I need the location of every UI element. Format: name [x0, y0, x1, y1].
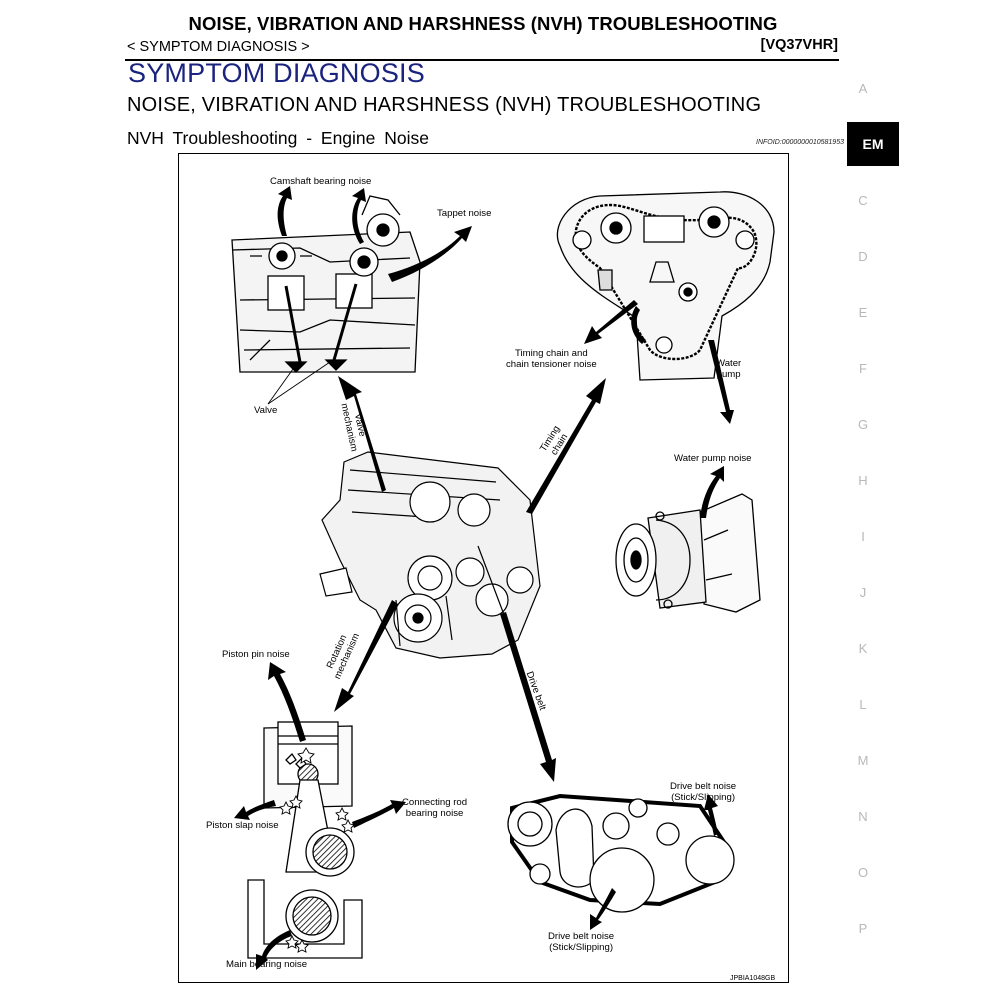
timing-chain-arrows — [584, 300, 734, 424]
sidebar-letter-o[interactable]: O — [857, 865, 869, 880]
info-id: INFOID:0000000010581953 — [756, 139, 844, 146]
label-connecting-rod-bearing-noise: Connecting rod bearing noise — [402, 797, 467, 819]
sidebar-letter-n[interactable]: N — [858, 809, 868, 824]
label-connecting-rod-line2: bearing noise — [405, 808, 464, 819]
label-piston-pin-noise: Piston pin noise — [222, 649, 290, 660]
timing-chain-drawing — [556, 191, 775, 381]
water-pump-noise-arrow — [700, 466, 724, 518]
sidebar-letter-a[interactable]: A — [858, 81, 868, 96]
noise-star-markers — [279, 747, 355, 953]
sidebar-letter-k[interactable]: K — [858, 641, 868, 656]
sidebar-tab-em[interactable]: EM — [847, 122, 899, 166]
label-tappet-noise: Tappet noise — [437, 208, 492, 219]
document-header-title: NOISE, VIBRATION AND HARSHNESS (NVH) TRO… — [188, 13, 778, 34]
cylinder-head-drawing — [231, 195, 421, 373]
header-divider — [125, 59, 839, 61]
label-camshaft-bearing-noise: Camshaft bearing noise — [270, 176, 372, 187]
figure-code: JPBIA1048GB — [730, 975, 776, 982]
camshaft-noise-arrows — [277, 186, 472, 282]
label-drive-belt-noise-bottom-line1: Drive belt noise — [548, 931, 615, 942]
label-drive-belt-noise-top-line1: Drive belt noise — [670, 781, 737, 792]
water-pump-drawing — [615, 493, 761, 613]
label-water-pump-line1: Water — [716, 358, 742, 369]
label-water-pump: Water pump — [716, 358, 741, 380]
sidebar-letter-h[interactable]: H — [858, 473, 868, 488]
sidebar-letter-f[interactable]: F — [859, 361, 867, 376]
figure-frame — [178, 153, 789, 983]
valve-pointer-lines — [267, 361, 331, 405]
section-title: SYMPTOM DIAGNOSIS — [128, 58, 425, 88]
label-drive-belt-noise-bottom: Drive belt noise (Stick/Slipping) — [548, 931, 614, 953]
drive-belt-noise-arrows — [590, 794, 718, 930]
sidebar-letter-l[interactable]: L — [859, 697, 867, 712]
engine-code: [VQ37VHR] — [760, 37, 838, 53]
label-timing-chain-noise-line1: Timing chain and — [514, 348, 588, 359]
label-connecting-rod-line1: Connecting rod — [402, 797, 468, 808]
label-drive-belt-noise-bottom-line2: (Stick/Slipping) — [549, 942, 614, 953]
label-valve: Valve — [254, 405, 278, 416]
sidebar-letter-d[interactable]: D — [858, 249, 868, 264]
sidebar-letter-e[interactable]: E — [858, 305, 868, 320]
engine-assembly-drawing — [319, 451, 541, 659]
label-timing-chain-noise: Timing chain and chain tensioner noise — [506, 348, 597, 370]
label-piston-slap-noise: Piston slap noise — [206, 820, 279, 831]
sidebar-letter-m[interactable]: M — [857, 753, 869, 768]
label-main-bearing-noise: Main bearing noise — [226, 959, 308, 970]
label-timing-chain-noise-line2: chain tensioner noise — [506, 359, 597, 370]
sidebar-letter-g[interactable]: G — [857, 417, 869, 432]
topic-heading: NVH Troubleshooting - Engine Noise — [127, 128, 429, 148]
piston-noise-arrows — [234, 662, 406, 970]
sidebar-letter-c[interactable]: C — [858, 193, 868, 208]
sidebar-letter-i[interactable]: I — [861, 529, 865, 544]
section-subtitle: NOISE, VIBRATION AND HARSHNESS (NVH) TRO… — [127, 94, 762, 116]
label-water-pump-line2: pump — [716, 369, 741, 380]
label-water-pump-noise: Water pump noise — [674, 453, 752, 464]
drive-belt-drawing — [507, 793, 735, 913]
sidebar-letter-j[interactable]: J — [859, 585, 867, 600]
sidebar-letter-p[interactable]: P — [858, 921, 868, 936]
main-direction-arrows — [334, 376, 606, 782]
breadcrumb[interactable]: < SYMPTOM DIAGNOSIS > — [127, 39, 310, 55]
label-drive-belt-noise-top: Drive belt noise (Stick/Slipping) — [670, 781, 736, 803]
label-drive-belt-noise-top-line2: (Stick/Slipping) — [671, 792, 736, 803]
